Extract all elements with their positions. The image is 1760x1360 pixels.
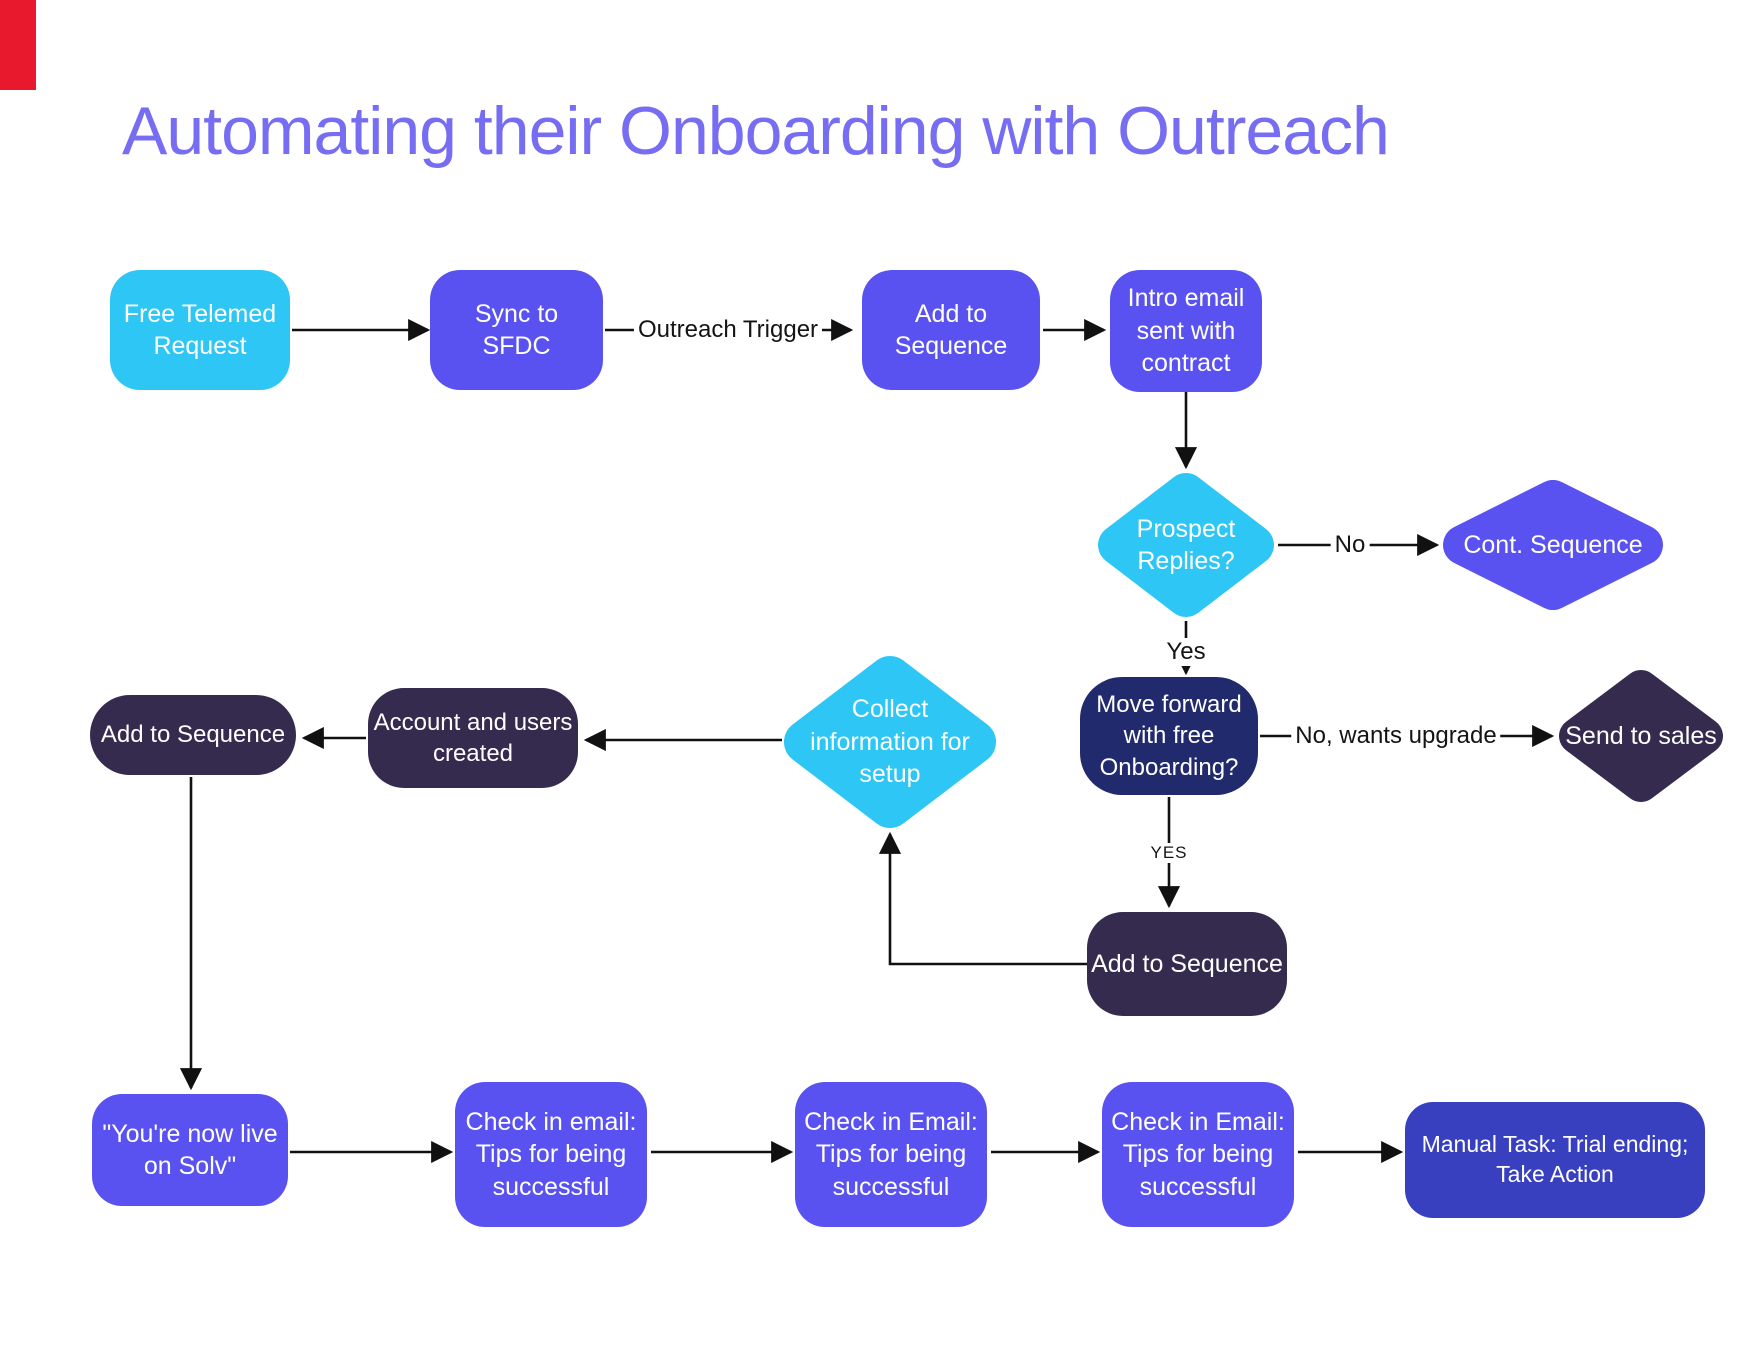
edge-label-no: No	[1330, 531, 1370, 559]
edge-label-no-wants-upgrade: No, wants upgrade	[1291, 722, 1501, 750]
node-account-and-users-created: Account and users created	[368, 688, 578, 788]
page-title: Automating their Onboarding with Outreac…	[122, 93, 1390, 169]
node-youre-now-live-on-solv: "You're now live on Solv"	[92, 1094, 288, 1206]
node-sync-to-sfdc: Sync to SFDC	[430, 270, 603, 390]
node-check-in-email-3: Check in Email: Tips for being successfu…	[1102, 1082, 1294, 1227]
node-send-to-sales: Send to sales	[1559, 670, 1723, 802]
node-add-to-sequence-left: Add to Sequence	[90, 695, 296, 775]
node-cont-sequence: Cont. Sequence	[1443, 480, 1663, 610]
node-check-in-email-2: Check in Email: Tips for being successfu…	[795, 1082, 987, 1227]
node-move-forward-with-free-onboarding: Move forward with free Onboarding?	[1080, 677, 1258, 795]
diamond-label: Cont. Sequence	[1463, 530, 1643, 559]
edge-label-yes: Yes	[1162, 638, 1210, 666]
node-add-to-sequence-mid: Add to Sequence	[1087, 912, 1287, 1016]
edge-label-yes-caps: YES	[1146, 843, 1192, 863]
node-collect-information-for-setup: Collect information for setup	[784, 656, 996, 828]
node-prospect-replies-decision: Prospect Replies?	[1098, 473, 1274, 617]
node-intro-email-sent-with-contract: Intro email sent with contract	[1110, 270, 1262, 392]
diamond-label: Prospect Replies?	[1136, 514, 1236, 576]
diamond-label: Collect information for setup	[810, 695, 970, 789]
diamond-label: Send to sales	[1565, 721, 1717, 750]
screen-corner-red-artifact	[0, 0, 36, 90]
elbow-addseq-to-collectinfo	[878, 831, 1087, 966]
node-free-telemed-request: Free Telemed Request	[110, 270, 290, 390]
node-check-in-email-1: Check in email: Tips for being successfu…	[455, 1082, 647, 1227]
node-add-to-sequence-top: Add to Sequence	[862, 270, 1040, 390]
edge-label-outreach-trigger: Outreach Trigger	[633, 316, 823, 344]
node-manual-task-trial-ending: Manual Task: Trial ending; Take Action	[1405, 1102, 1705, 1218]
